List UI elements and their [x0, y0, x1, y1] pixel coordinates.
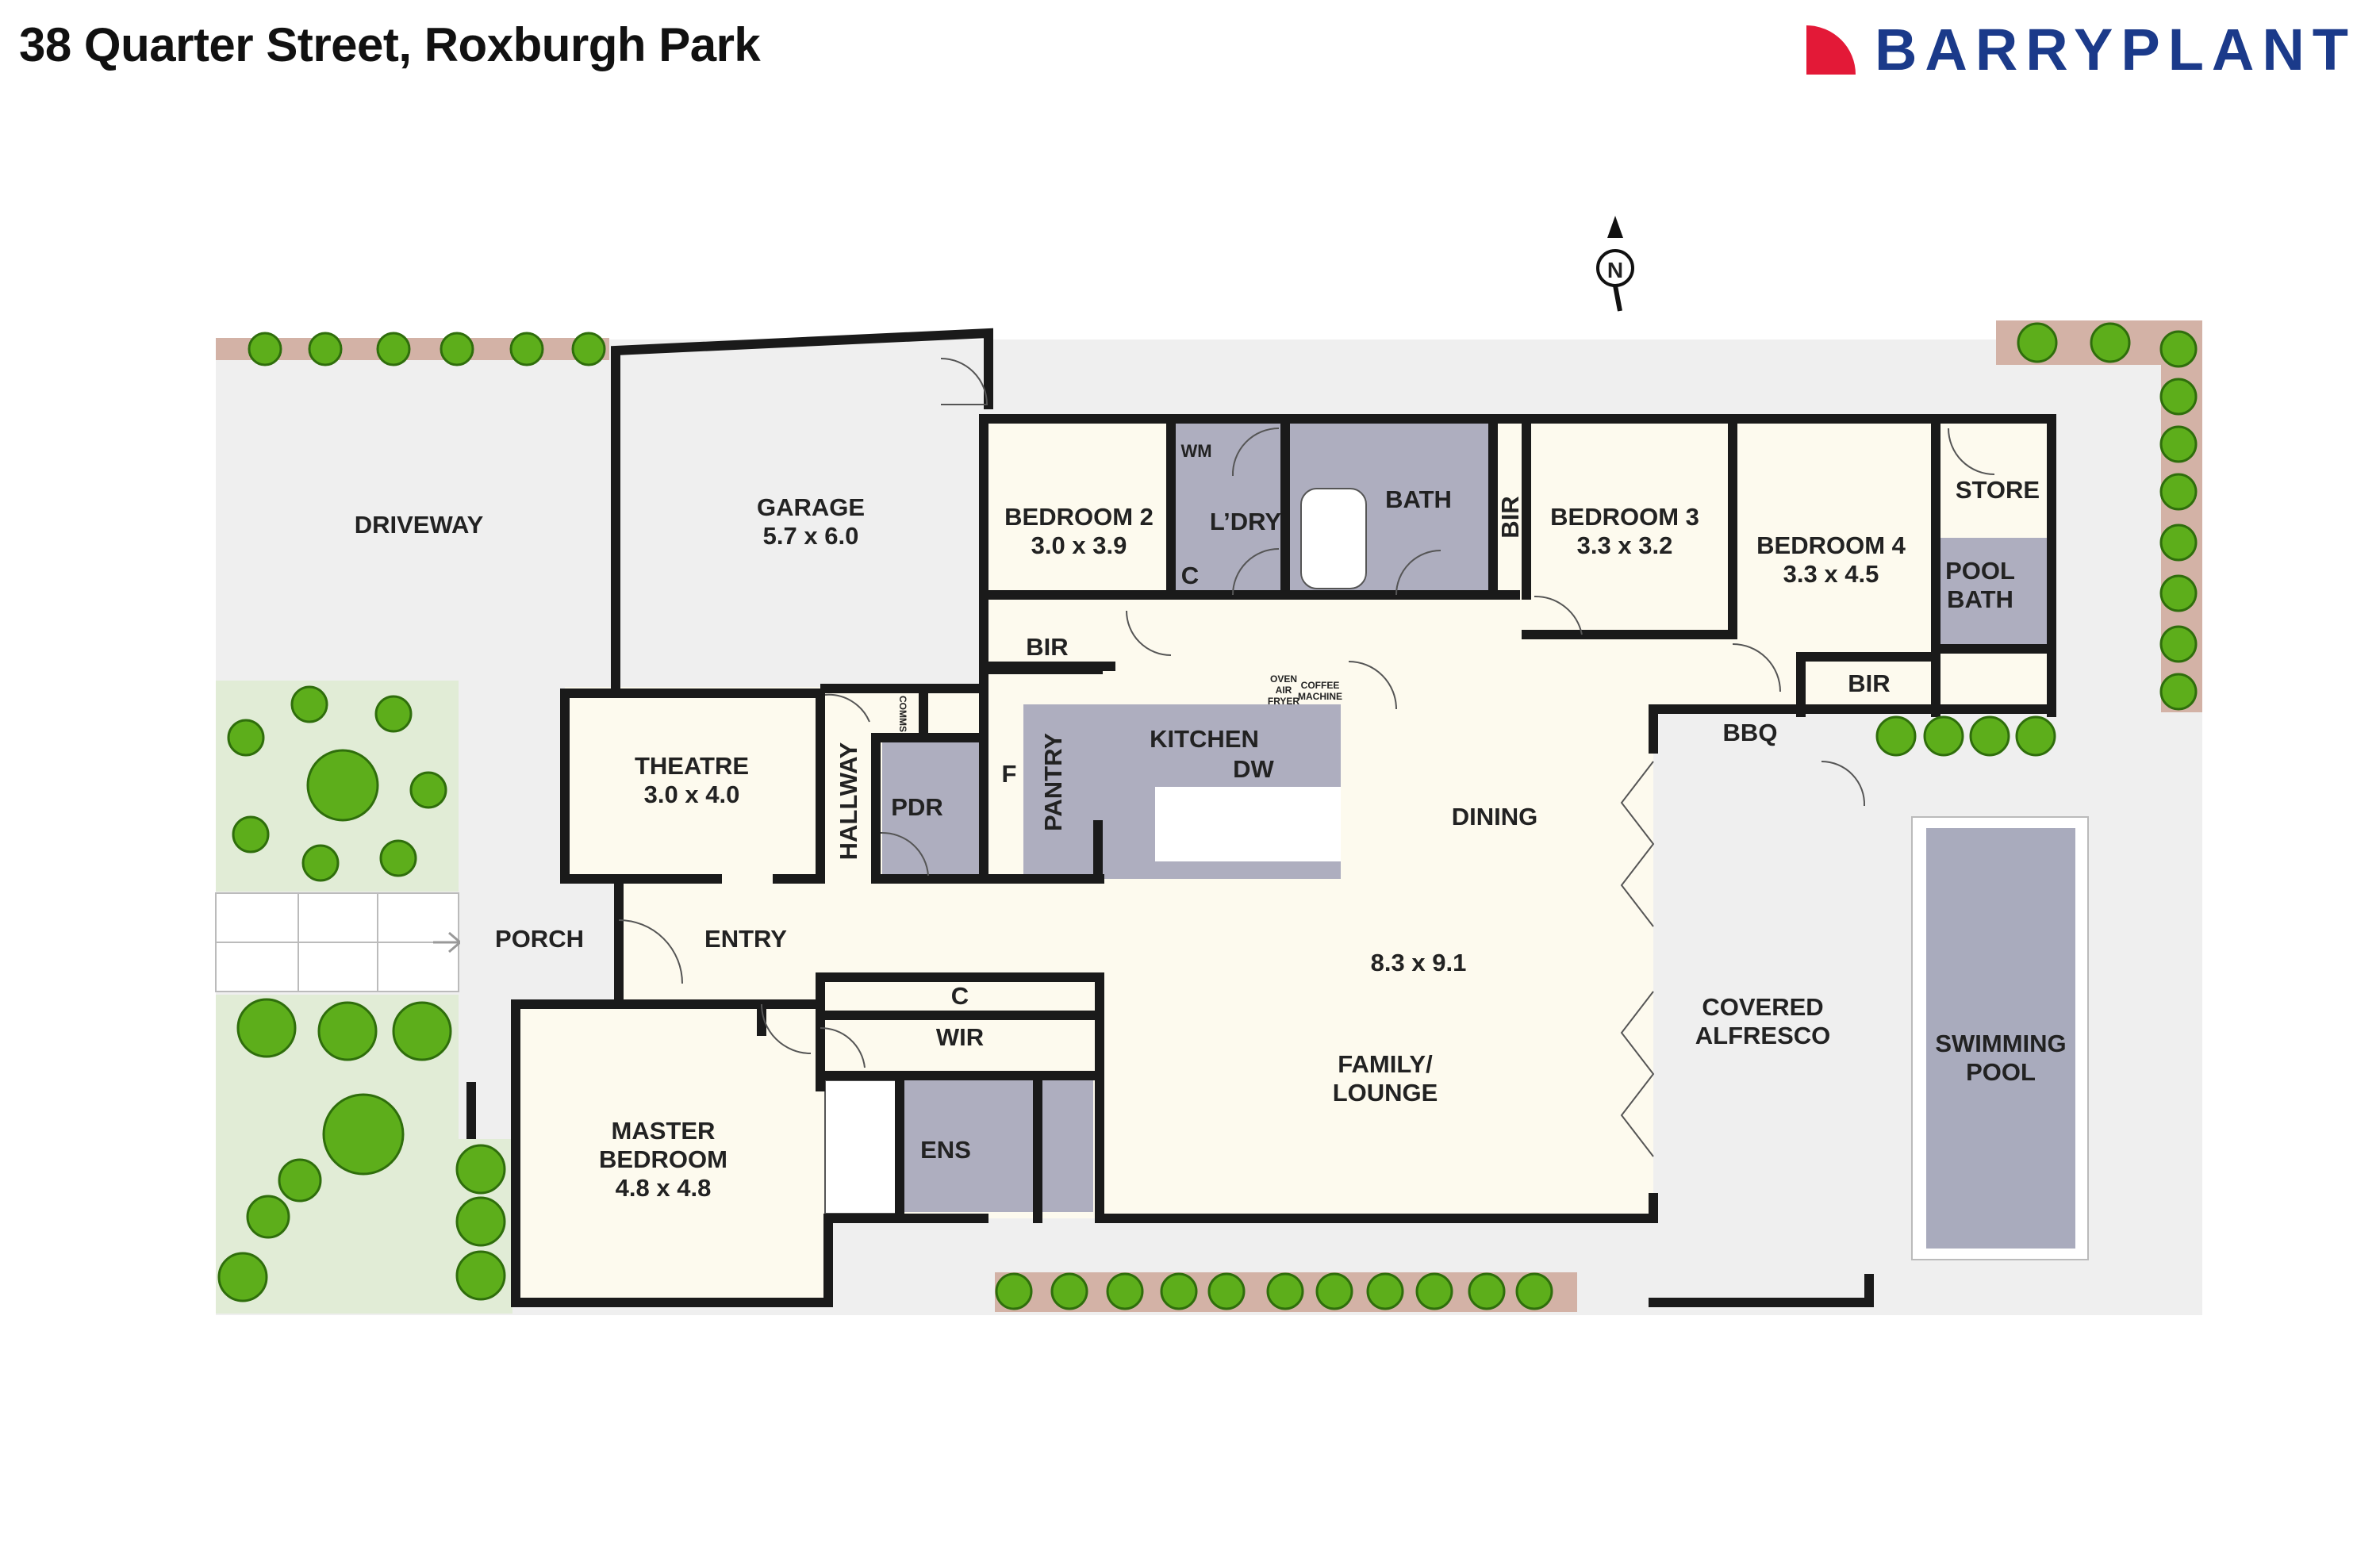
- bedroom3-label: BEDROOM 3: [1550, 503, 1699, 531]
- family-label-1: FAMILY/: [1338, 1050, 1433, 1078]
- oven-label-3: FRYER: [1268, 696, 1300, 707]
- pool-bath-label-2: BATH: [1947, 585, 2013, 613]
- pool-label-2: POOL: [1966, 1058, 2036, 1086]
- alfresco-label-1: COVERED: [1702, 993, 1823, 1021]
- garage-floor: [616, 351, 982, 687]
- bedroom2-bir-label: BIR: [1026, 633, 1068, 661]
- bedroom3-size: 3.3 x 3.2: [1577, 531, 1673, 559]
- bath-label: BATH: [1385, 485, 1452, 513]
- door-swings: [618, 358, 1995, 1068]
- alfresco-label-2: ALFRESCO: [1695, 1022, 1831, 1049]
- bath-tub: [1300, 488, 1367, 589]
- compass-label: N: [1607, 258, 1623, 282]
- laundry-cupboard-label: C: [1181, 562, 1199, 589]
- garage-size: 5.7 x 6.0: [763, 522, 859, 550]
- hallway-label: HALLWAY: [835, 742, 862, 860]
- master-label-1: MASTER: [612, 1117, 716, 1145]
- bir-vertical-label: BIR: [1496, 496, 1524, 538]
- pool-label-1: SWIMMING: [1935, 1030, 2066, 1057]
- porch-floor: [460, 880, 619, 999]
- kitchen-label: KITCHEN: [1150, 725, 1259, 753]
- bedroom4-size: 3.3 x 4.5: [1783, 560, 1879, 588]
- fridge-label: F: [1002, 760, 1017, 788]
- master-size: 4.8 x 4.8: [616, 1174, 712, 1202]
- oven-label-1: OVEN: [1270, 673, 1297, 685]
- laundry-label: L’DRY: [1210, 508, 1281, 535]
- family-size: 8.3 x 9.1: [1371, 949, 1467, 976]
- bedroom4-label: BEDROOM 4: [1756, 531, 1906, 559]
- entry-label: ENTRY: [704, 925, 787, 953]
- bedroom4-bir-label: BIR: [1848, 669, 1890, 697]
- garage-label: GARAGE: [757, 493, 865, 521]
- shrubs: [217, 322, 2198, 1310]
- family-label-2: LOUNGE: [1333, 1079, 1438, 1107]
- store-label: STORE: [1956, 476, 2040, 504]
- porch-label: PORCH: [495, 925, 584, 953]
- brand-name: BARRYPLANT: [1874, 17, 2356, 82]
- pantry-label: PANTRY: [1039, 733, 1067, 831]
- dining-label: DINING: [1452, 803, 1538, 830]
- dishwasher-label: DW: [1233, 755, 1274, 783]
- theatre-label: THEATRE: [635, 752, 749, 780]
- agency-logo: BARRYPLANT: [1806, 16, 2356, 83]
- pool-bath-label-1: POOL: [1945, 557, 2015, 585]
- driveway-label: DRIVEWAY: [355, 511, 484, 539]
- master-label-2: BEDROOM: [599, 1145, 727, 1173]
- bedroom2-size: 3.0 x 3.9: [1031, 531, 1127, 559]
- shower: [824, 1080, 897, 1214]
- ensuite-label: ENS: [920, 1136, 971, 1164]
- bedroom2-label: BEDROOM 2: [1004, 503, 1154, 531]
- bifold-doors: [1620, 761, 1655, 1157]
- comms-label: COMMS: [897, 696, 908, 732]
- wir-label: WIR: [936, 1023, 984, 1051]
- theatre-size: 3.0 x 4.0: [644, 781, 740, 808]
- coffee-label-1: COFFEE: [1301, 680, 1340, 691]
- stepping-path: [215, 892, 459, 992]
- interior-floor: [516, 419, 2052, 1302]
- brand-mark-icon: [1806, 25, 1856, 75]
- oven-label-2: AIR: [1276, 685, 1292, 696]
- property-address: 38 Quarter Street, Roxburgh Park: [19, 18, 761, 71]
- kitchen-island: [1155, 787, 1341, 861]
- coffee-label-2: MACHINE: [1298, 691, 1342, 702]
- wm-label: WM: [1180, 441, 1211, 461]
- north-compass-icon: N: [1596, 216, 1634, 312]
- bbq-label: BBQ: [1723, 719, 1778, 746]
- pdr-label: PDR: [891, 793, 942, 821]
- master-cupboard-label: C: [951, 982, 969, 1010]
- walls: [466, 328, 2056, 1307]
- swimming-pool: [1911, 816, 2089, 1260]
